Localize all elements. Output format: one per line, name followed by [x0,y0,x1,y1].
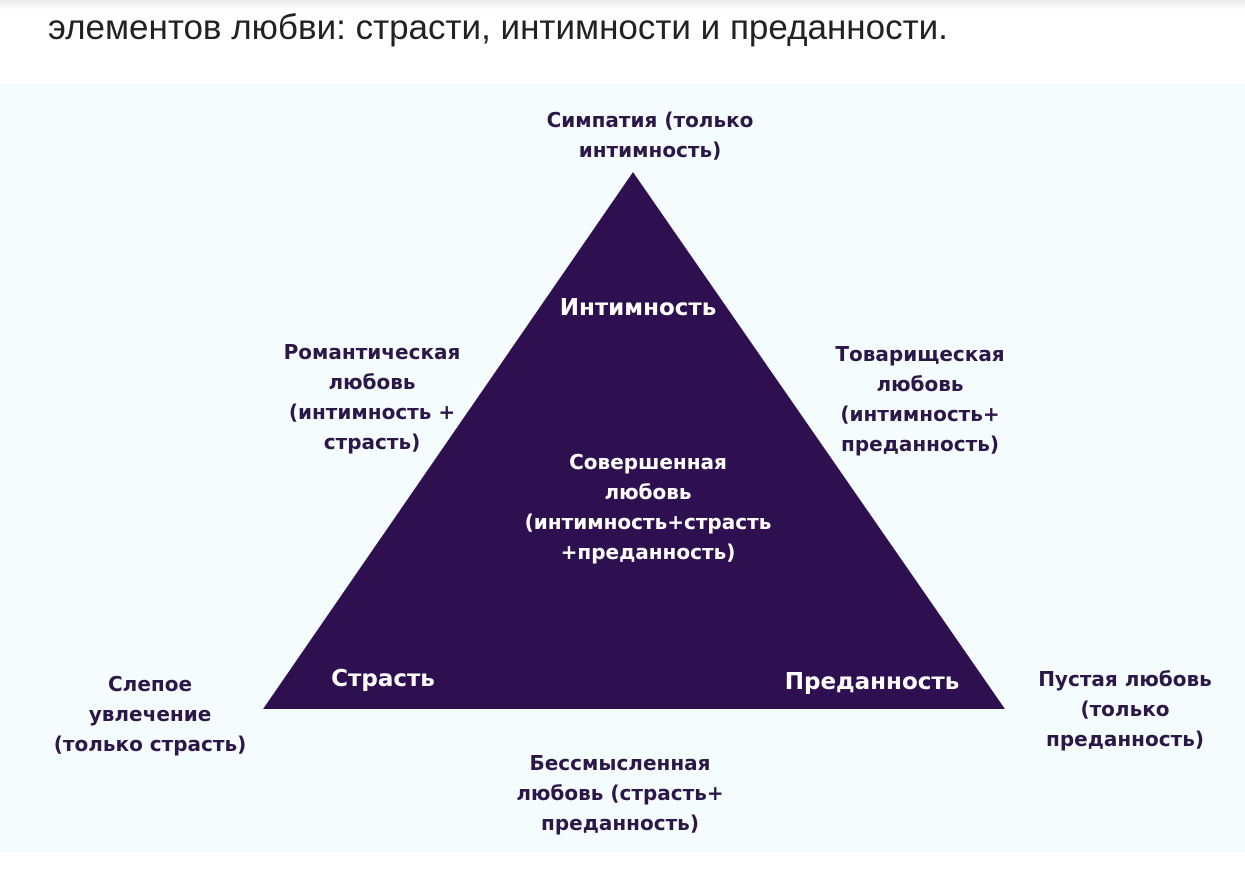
love-triangle [263,172,1005,709]
label-empty-love: Пустая любовь (только преданность) [1038,667,1212,751]
vertex-label-commitment: Преданность [784,669,960,695]
love-triangle-diagram: Интимность Страсть Преданность Совершенн… [0,84,1245,852]
label-romantic-love: Романтическая любовь (интимность + страс… [283,340,461,454]
top-shadow [0,0,1245,10]
label-companionate-love: Товарищеская любовь (интимность+ преданн… [835,342,1005,456]
center-label-consummate-love: Совершенная любовь (интимность+страсть +… [524,450,772,564]
label-infatuation: Слепое увлечение (только страсть) [53,672,247,756]
label-fatuous-love: Бессмысленная любовь (страсть+ преданнос… [516,751,724,835]
triangle-edge-highlight [460,324,527,420]
label-liking: Симпатия (только интимность) [546,108,754,162]
vertex-label-passion: Страсть [331,666,435,692]
article-text-line: элементов любви: страсти, интимности и п… [48,8,948,47]
triangle-graphic [263,172,1005,709]
vertex-label-intimacy: Интимность [559,295,717,321]
